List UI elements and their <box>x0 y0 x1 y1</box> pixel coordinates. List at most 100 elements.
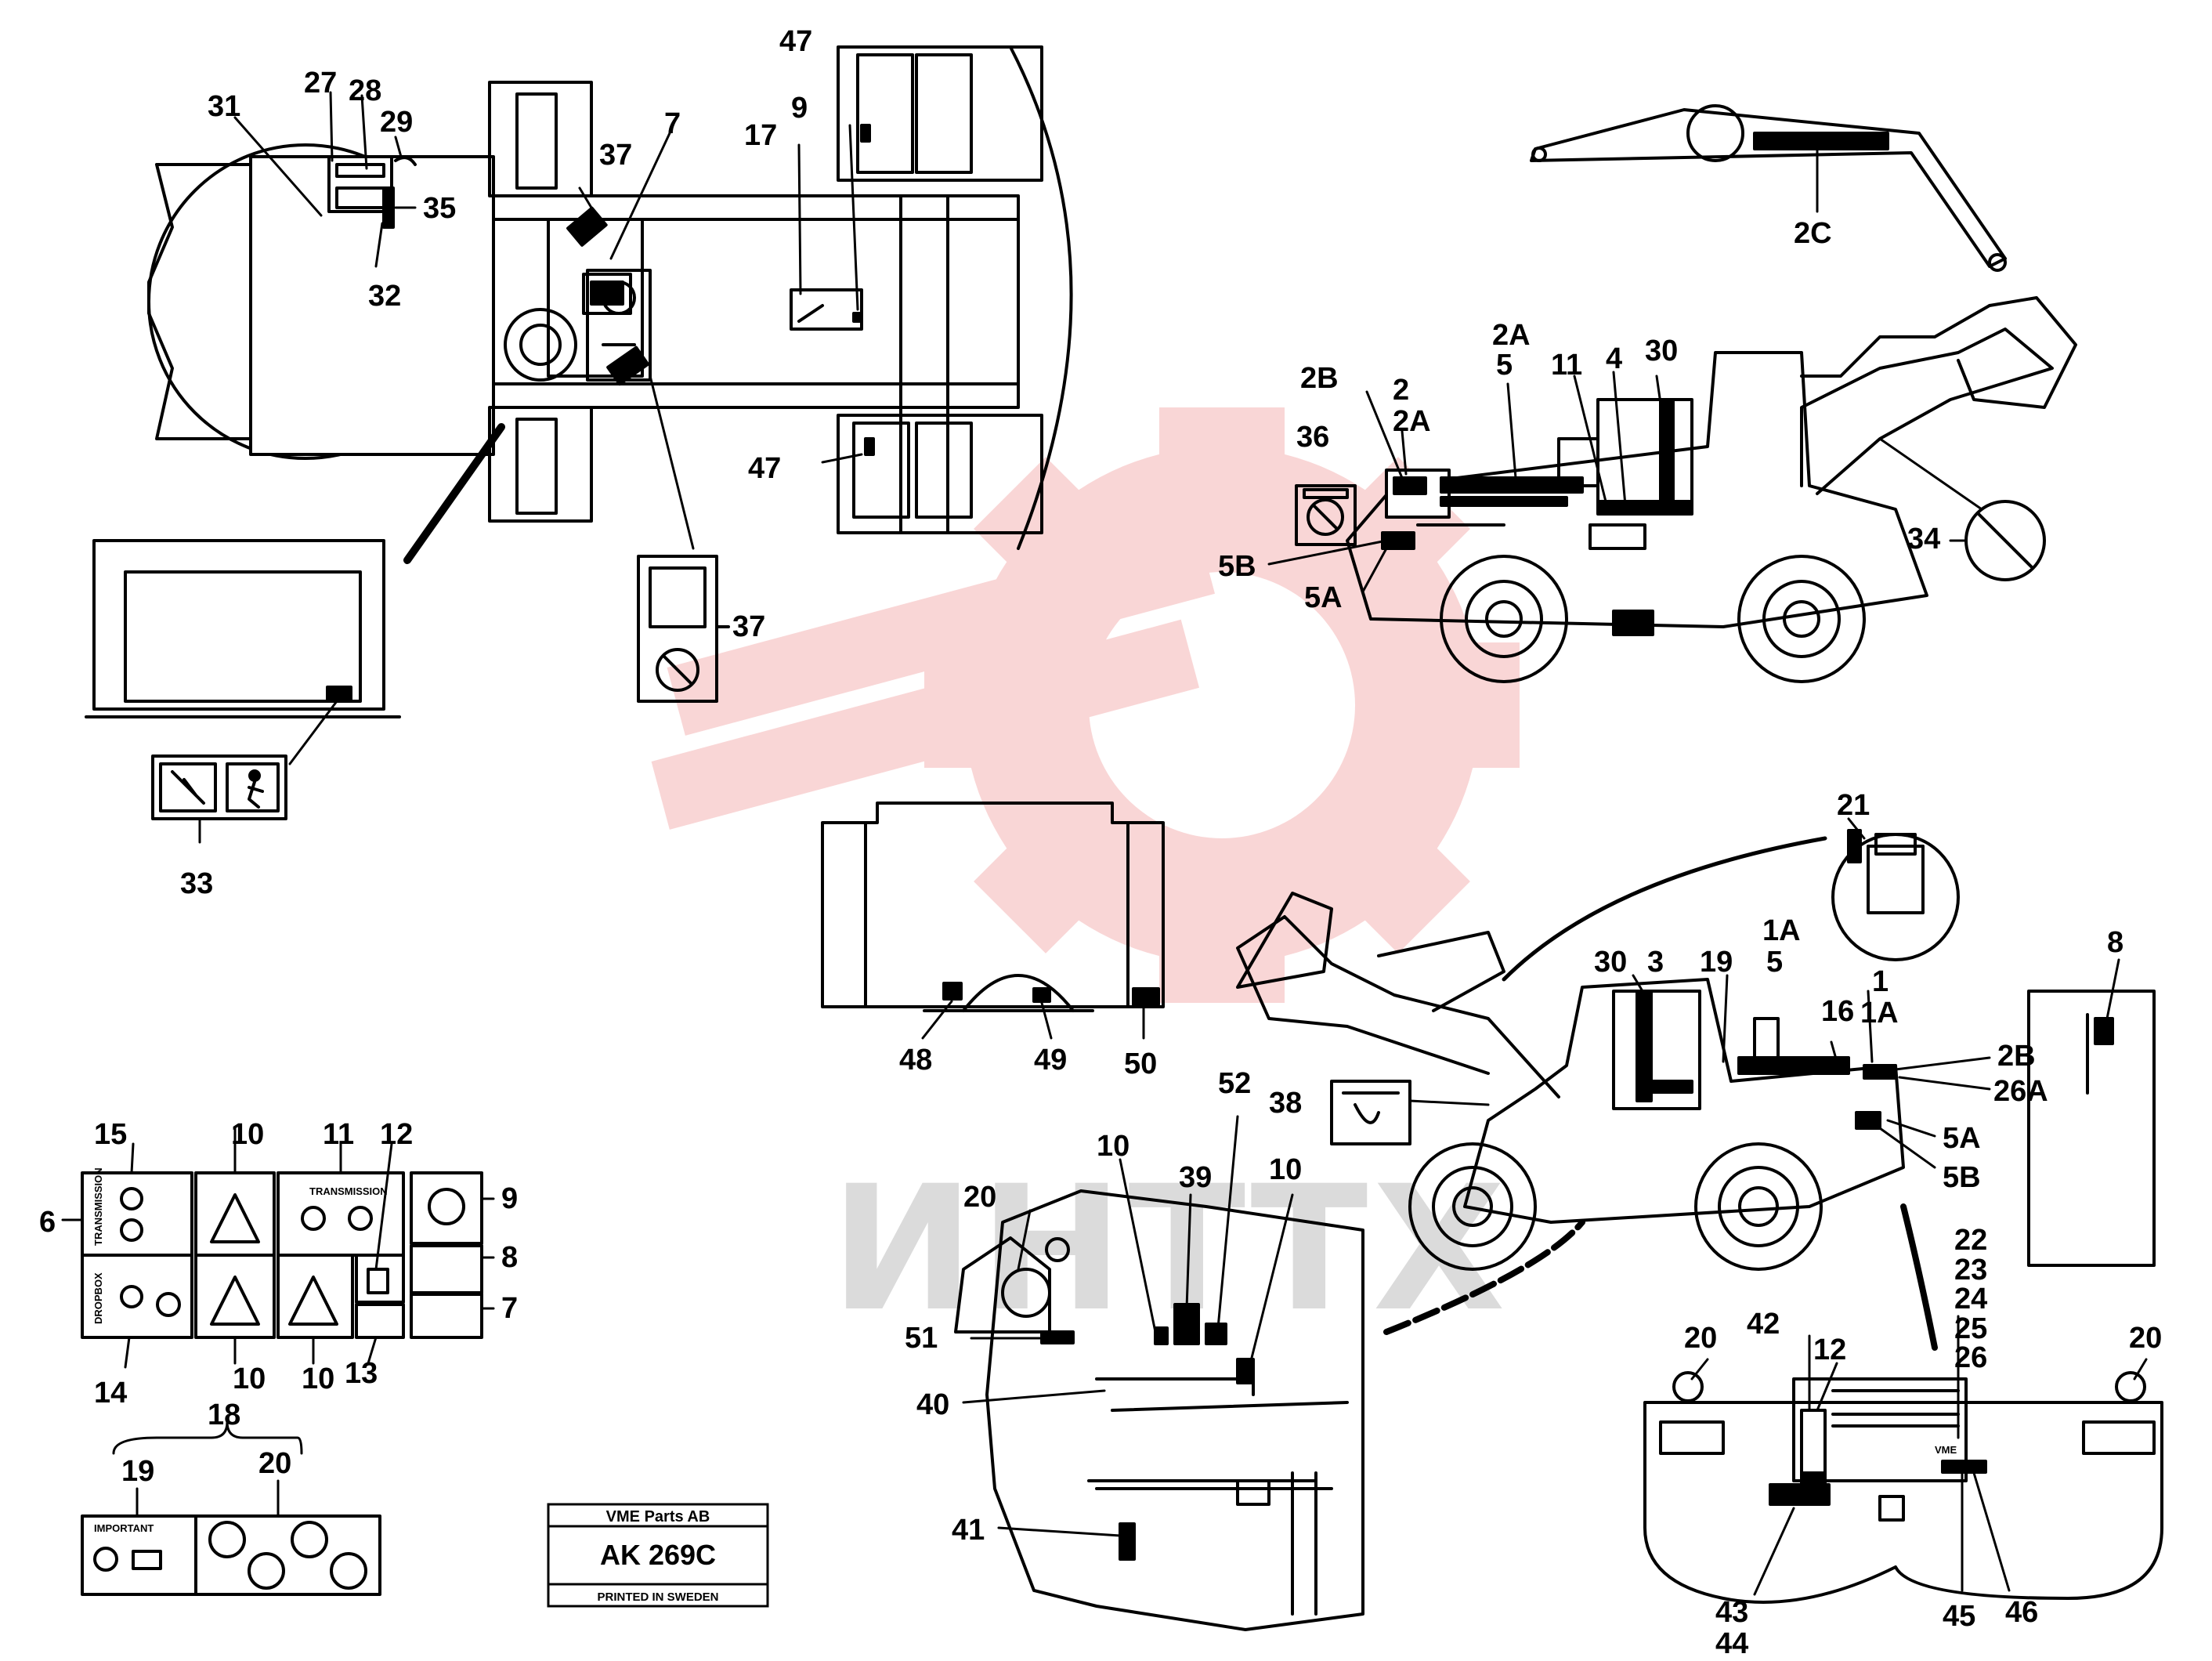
loader-side-view-left <box>1236 892 1905 1271</box>
callout-21: 21 <box>1837 789 1870 822</box>
callout-2a: 2A <box>1393 405 1431 438</box>
callout-18: 18 <box>208 1399 240 1431</box>
decal-33 <box>151 755 287 844</box>
callout-7: 7 <box>501 1292 518 1325</box>
callout-52: 52 <box>1218 1067 1251 1100</box>
callout-labels: 2C 47 47 17 9 31 27 28 29 35 32 37 7 37 … <box>39 25 2162 1660</box>
callout-37: 37 <box>599 139 632 172</box>
callout-48: 48 <box>899 1044 932 1077</box>
loader-right-leaders <box>1267 371 1983 593</box>
decal-text-important: IMPORTANT <box>94 1522 154 1534</box>
callout-10: 10 <box>233 1362 266 1395</box>
callout-8: 8 <box>501 1241 518 1274</box>
callout-46: 46 <box>2005 1596 2038 1629</box>
callout-37: 37 <box>732 610 765 643</box>
rear-frame-detail <box>821 802 1165 1040</box>
callout-36: 36 <box>1296 421 1329 454</box>
callout-35: 35 <box>423 192 456 225</box>
callout-34: 34 <box>1907 523 1940 555</box>
callout-25: 25 <box>1954 1312 1987 1345</box>
decal-36 <box>1295 484 1357 546</box>
callout-22: 22 <box>1954 1224 1987 1257</box>
callout-27: 27 <box>304 67 337 100</box>
callout-23: 23 <box>1954 1254 1987 1286</box>
callout-2c: 2C <box>1794 217 1832 250</box>
callout-20: 20 <box>2129 1322 2162 1355</box>
callout-10: 10 <box>231 1118 264 1151</box>
callout-2a: 2A <box>1492 319 1531 352</box>
callout-6: 6 <box>39 1206 56 1239</box>
callout-5a: 5A <box>1304 581 1343 614</box>
decal-sheet <box>61 1127 495 1369</box>
callout-4: 4 <box>1606 342 1622 375</box>
decal-text-dropbox: DROPBOX <box>92 1272 104 1324</box>
callout-16: 16 <box>1821 995 1854 1028</box>
callout-20: 20 <box>963 1181 996 1214</box>
plan-view-leaders <box>233 91 863 564</box>
callout-1a: 1A <box>1860 997 1899 1030</box>
title-block-company: VME Parts AB <box>606 1508 710 1525</box>
counterweight-detail <box>1643 1315 2163 1604</box>
callout-1a: 1A <box>1762 914 1801 947</box>
decal-text-transmission-side: TRANSMISSION <box>92 1167 104 1246</box>
callout-5a: 5A <box>1943 1122 1981 1155</box>
callout-47: 47 <box>779 25 812 58</box>
callout-30: 30 <box>1594 946 1627 979</box>
callout-31: 31 <box>208 90 240 123</box>
callout-51: 51 <box>905 1322 938 1355</box>
callout-11: 11 <box>1551 349 1582 382</box>
callout-20: 20 <box>1684 1322 1717 1355</box>
callout-2b: 2B <box>1997 1040 2036 1073</box>
callout-40: 40 <box>916 1388 949 1421</box>
callout-50: 50 <box>1124 1048 1157 1080</box>
decal-34 <box>1949 500 2046 581</box>
callout-24: 24 <box>1954 1283 1987 1315</box>
callout-12: 12 <box>1813 1334 1846 1366</box>
callout-9: 9 <box>791 92 808 125</box>
callout-5b: 5B <box>1943 1161 1981 1194</box>
decal-18 <box>81 1420 381 1596</box>
callout-17: 17 <box>744 119 777 152</box>
callout-41: 41 <box>952 1514 985 1547</box>
cab-door-8 <box>2027 958 2156 1267</box>
title-block-code: AK 269C <box>600 1539 716 1571</box>
callout-38: 38 <box>1269 1087 1302 1120</box>
frame-detail <box>954 1115 1364 1631</box>
callout-45: 45 <box>1943 1600 1975 1633</box>
callout-5: 5 <box>1766 946 1783 979</box>
callout-29: 29 <box>380 106 413 139</box>
callout-26a: 26A <box>1993 1075 2048 1108</box>
callout-44: 44 <box>1715 1627 1748 1660</box>
callout-5b: 5B <box>1218 550 1256 583</box>
boom-drawing <box>1530 104 2007 272</box>
loader-left-leaders <box>1383 836 1991 1351</box>
plan-view-drawing <box>147 45 1073 550</box>
callout-14: 14 <box>94 1377 127 1409</box>
callout-12: 12 <box>380 1118 413 1151</box>
callout-28: 28 <box>349 74 381 107</box>
watermark: ИНТТХ <box>651 407 1520 1349</box>
callout-30: 30 <box>1645 335 1678 367</box>
callout-26: 26 <box>1954 1341 1987 1374</box>
title-block: VME Parts AB AK 269C PRINTED IN SWEDEN <box>547 1503 769 1608</box>
callout-1: 1 <box>1872 965 1889 998</box>
callout-10: 10 <box>1097 1130 1129 1163</box>
callout-42: 42 <box>1747 1308 1780 1341</box>
watermark-gear-icon <box>651 407 1520 1003</box>
callout-13: 13 <box>345 1357 378 1390</box>
callout-11: 11 <box>323 1118 354 1151</box>
callout-8: 8 <box>2107 926 2123 959</box>
callout-19: 19 <box>121 1455 154 1488</box>
callout-15: 15 <box>94 1118 127 1151</box>
callout-5: 5 <box>1496 349 1513 382</box>
watermark-text: ИНТТХ <box>830 1149 1510 1349</box>
callout-43: 43 <box>1715 1596 1748 1629</box>
counterweight-logo: VME <box>1935 1444 1957 1456</box>
callout-2b: 2B <box>1300 362 1339 395</box>
callout-3: 3 <box>1647 946 1664 979</box>
callout-7: 7 <box>664 107 681 140</box>
callout-19: 19 <box>1700 946 1733 979</box>
callout-20: 20 <box>258 1447 291 1480</box>
callout-10: 10 <box>1269 1153 1302 1186</box>
